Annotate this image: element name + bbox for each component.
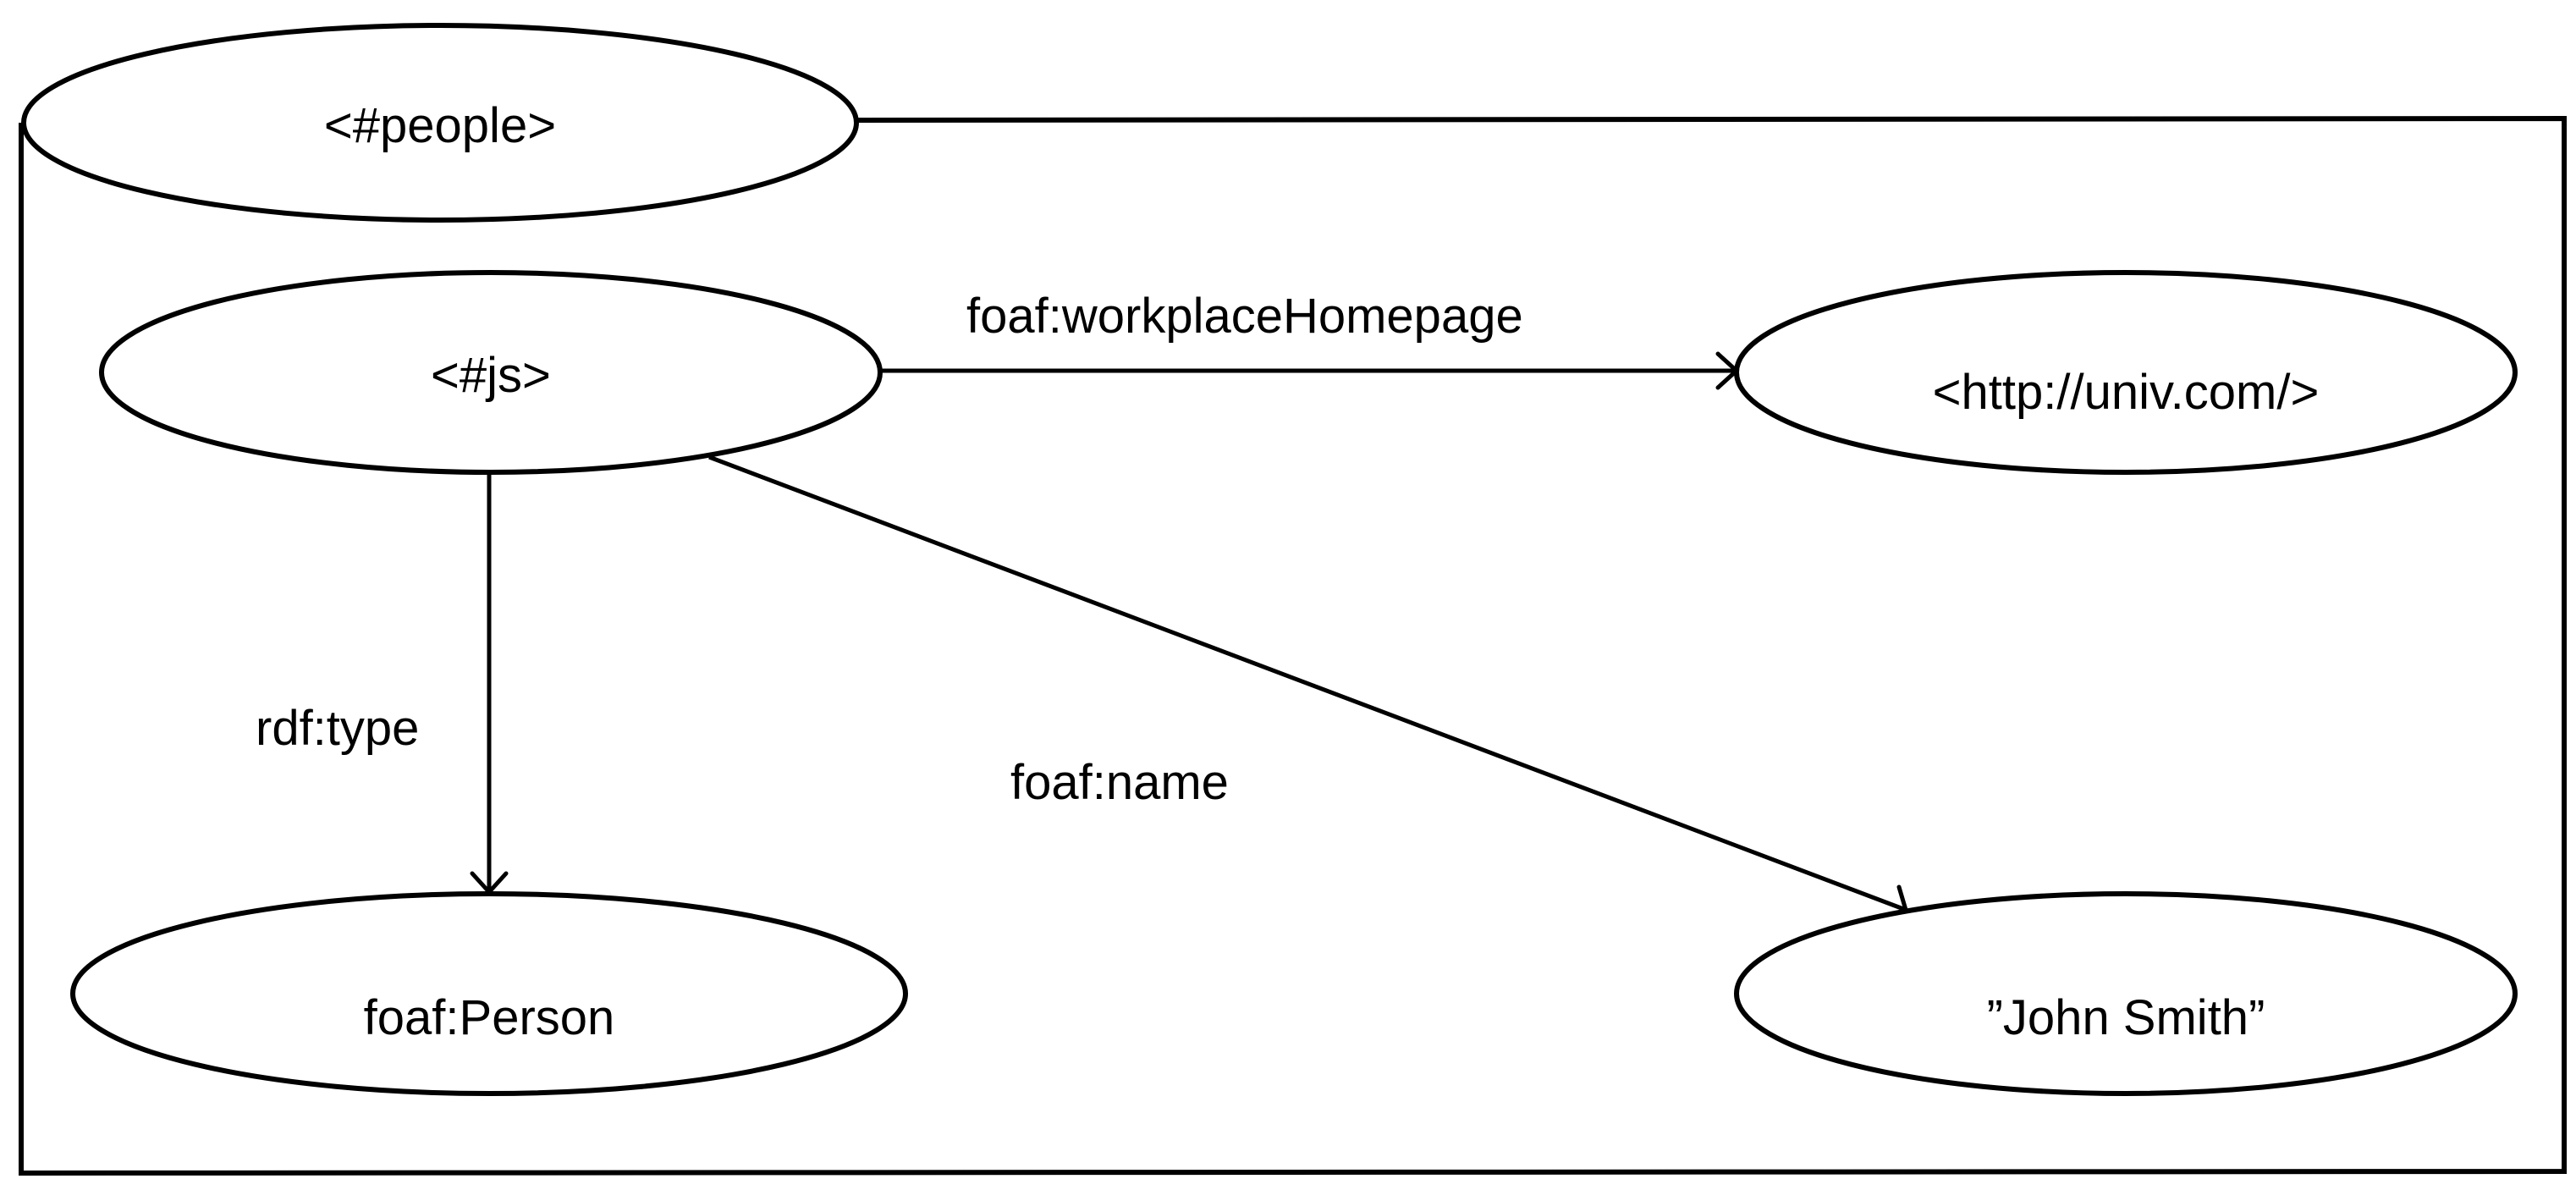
node-js: <#js> [99,270,883,475]
node-homepage-label: <http://univ.com/> [1933,365,2320,420]
node-js-label: <#js> [431,348,551,403]
node-name-literal-label: ”John Smith” [1987,990,2265,1045]
edge-rdf-type [470,471,509,895]
node-homepage: <http://univ.com/> [1734,270,2518,475]
node-person: foaf:Person [70,891,908,1096]
node-name-literal: ”John Smith” [1734,891,2518,1096]
edge-label-rdf-type: rdf:type [256,701,419,756]
edge-label-workplace-homepage: foaf:workplaceHomepage [966,289,1523,344]
node-person-label: foaf:Person [364,990,615,1045]
graph-name-node: <#people> [21,23,859,223]
edge-workplace-homepage [882,351,1739,390]
edge-label-foaf-name: foaf:name [1010,755,1229,810]
graph-container [19,115,2567,1176]
graph-name-label: <#people> [324,98,556,153]
edge-foaf-name [708,455,1908,921]
